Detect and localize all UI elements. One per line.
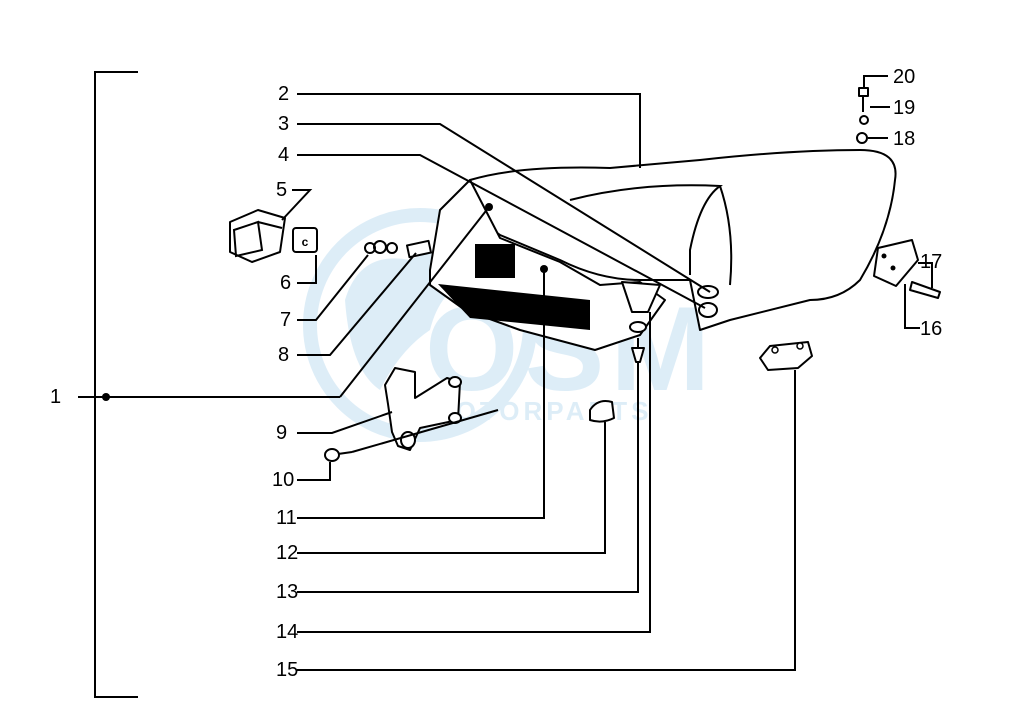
label-20: 20 (893, 66, 915, 88)
seat-drawing (429, 149, 919, 351)
leader-lines (281, 75, 933, 671)
label-5: 5 (276, 179, 287, 201)
spring-part (364, 240, 398, 254)
bolt-20-part (858, 87, 869, 112)
watermark-sub: MOTORPARTS (430, 396, 652, 426)
label-8: 8 (278, 344, 289, 366)
bumper-part (589, 400, 615, 423)
label-17: 17 (920, 251, 942, 273)
label-4: 4 (278, 144, 289, 166)
label-6: 6 (280, 272, 291, 294)
label-7: 7 (280, 309, 291, 331)
tapping-screw-part (631, 338, 645, 363)
rubber-block-part (759, 341, 813, 371)
label-13: 13 (276, 581, 298, 603)
svg-text:c: c (302, 235, 309, 249)
label-2: 2 (278, 83, 289, 105)
label-19: 19 (893, 97, 915, 119)
label-16: 16 (920, 318, 942, 340)
washer-part (629, 321, 647, 333)
cap-part (292, 227, 318, 253)
switch-housing-part (229, 209, 286, 263)
label-9: 9 (276, 422, 287, 444)
part-labels: 1 2 3 4 5 6 7 8 9 10 11 12 13 14 15 16 1… (50, 66, 942, 681)
pin-part (405, 239, 433, 259)
screw-part (324, 448, 353, 462)
label-11: 11 (276, 507, 297, 529)
washer-19-part (859, 115, 869, 125)
group-bracket (78, 71, 340, 698)
washer-18-part (856, 132, 868, 144)
label-1: 1 (50, 386, 61, 408)
label-14: 14 (276, 621, 298, 643)
label-10: 10 (272, 469, 294, 491)
screw-17-part (909, 281, 941, 299)
label-15: 15 (276, 659, 298, 681)
label-3: 3 (278, 113, 289, 135)
label-12: 12 (276, 542, 298, 564)
label-18: 18 (893, 128, 915, 150)
